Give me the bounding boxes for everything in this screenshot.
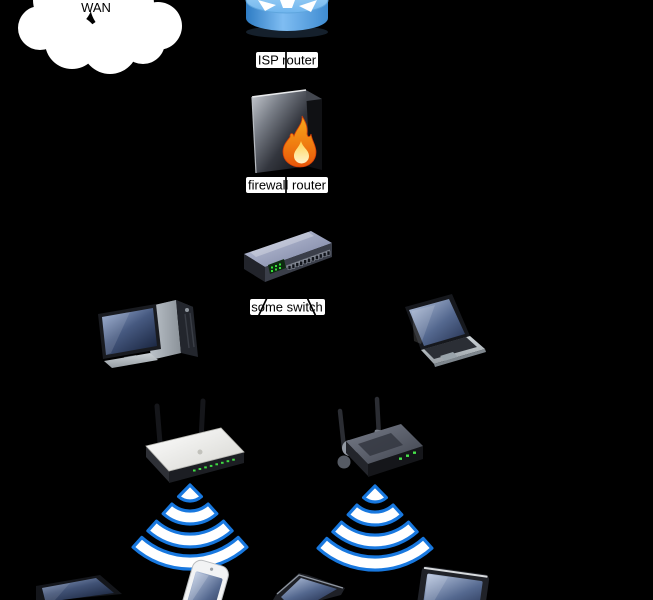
icons (18, 0, 490, 600)
isp-router-label-text: ISP router (258, 53, 317, 68)
switch-ports (287, 250, 331, 270)
switch-label-box (250, 299, 325, 315)
firewall-label-text: firewall router (248, 178, 327, 193)
wifi-signal-left-icon (131, 483, 249, 571)
switch-icon (244, 231, 332, 282)
node-labels: ISP router firewall router some switch (246, 52, 328, 315)
tablet-bottom-left-icon (273, 573, 345, 600)
wifi-signal-right-icon (316, 484, 434, 572)
ap-leds (399, 451, 416, 460)
wireless-router-left-icon (145, 398, 245, 483)
camera-icon (209, 567, 214, 571)
connection-line-switch-ap-right (286, 254, 379, 449)
firewall-label-box (246, 177, 328, 193)
isp-router-icon (245, 0, 329, 38)
flame-icon (282, 115, 317, 168)
connection-lines (149, 9, 446, 453)
firewall-icon (251, 89, 322, 174)
isp-router-label: ISP router (256, 52, 318, 68)
desktop-computer-icon (98, 300, 198, 368)
wan-label-text: WAN (81, 0, 111, 15)
tablet-bottom-right-icon (416, 566, 490, 600)
laptop-icon (405, 294, 486, 367)
connection-line-switch-ap-left (194, 254, 288, 453)
wireless-router-right-icon (337, 396, 423, 477)
switch-label-text: some switch (251, 300, 323, 315)
laptop-bottom-icon (36, 575, 122, 600)
switch-led-panel (268, 259, 286, 274)
ap-leds (193, 458, 235, 472)
cloud-icon (18, 0, 182, 74)
isp-router-label-box (256, 52, 318, 68)
firewall-label: firewall router (246, 177, 328, 193)
smartphone-bottom-icon (175, 559, 229, 600)
router-arrows-icon (258, 0, 317, 12)
switch-label: some switch (250, 299, 325, 315)
